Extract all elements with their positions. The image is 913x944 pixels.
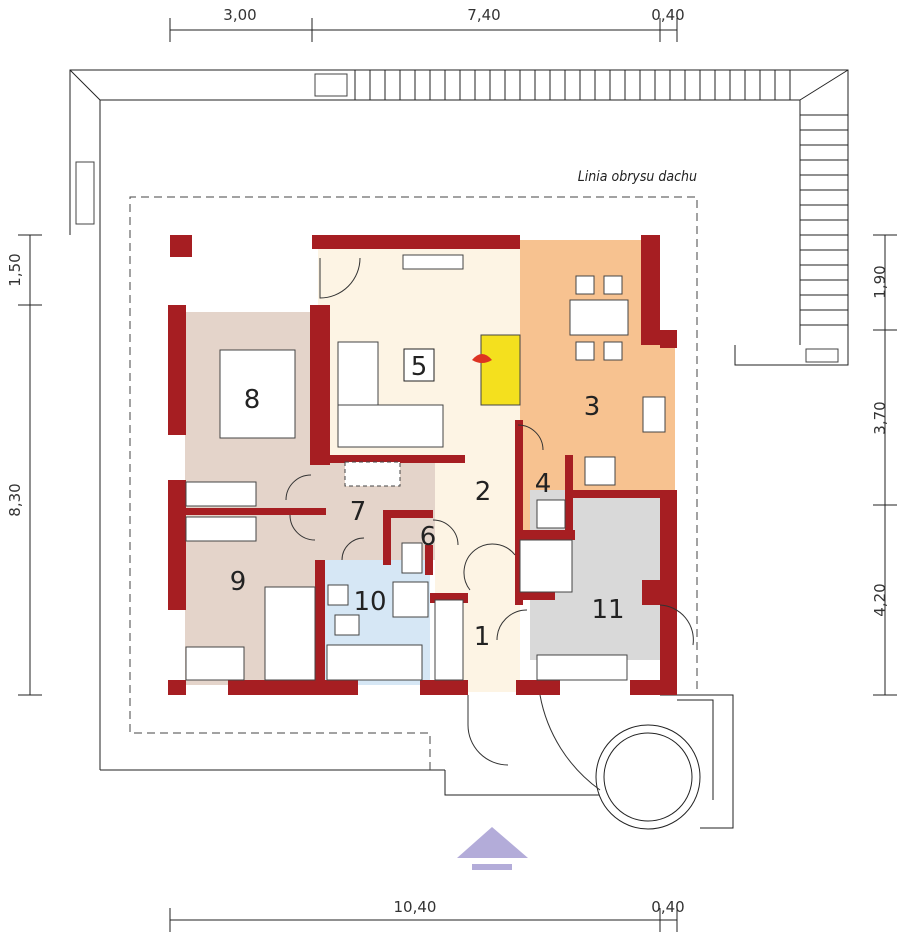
top-dimension: 3,00 7,40 0,40 [169, 6, 685, 42]
dim-left-2: 8,30 [6, 483, 24, 516]
dining-table [569, 299, 629, 336]
door [341, 537, 365, 561]
furniture [185, 254, 701, 830]
room-labels: 1 2 3 4 5 6 7 8 9 10 11 [230, 348, 625, 652]
door [285, 474, 312, 501]
dim-right-2: 3,70 [871, 401, 889, 434]
skylight [75, 161, 95, 225]
room-label-11: 11 [591, 595, 624, 625]
room-label-2: 2 [475, 477, 492, 507]
chimney [170, 235, 192, 257]
dim-bottom-1: 10,40 [394, 898, 437, 916]
room-label-7: 7 [350, 497, 367, 527]
pergola-slats [69, 69, 849, 326]
toilet [334, 614, 360, 636]
shower [392, 581, 429, 618]
terrace-outline [69, 69, 849, 829]
entrance-door [467, 695, 509, 766]
roof-outline-label: Linia obrysu dachu [578, 169, 697, 185]
dim-bottom-2: 0,40 [651, 898, 684, 916]
room-label-10: 10 [353, 587, 386, 617]
dim-right-3: 4,20 [871, 583, 889, 616]
chair [575, 275, 595, 295]
fireplace [480, 334, 521, 406]
door [432, 519, 459, 546]
right-dimension: 1,90 3,70 4,20 [871, 234, 897, 696]
room-5-box [403, 348, 435, 382]
door [319, 257, 361, 299]
dim-top-3: 0,40 [651, 6, 684, 24]
garage-shelf [536, 654, 628, 681]
tv-unit [402, 254, 464, 270]
entrance-arrow-icon [457, 827, 528, 870]
bed [264, 586, 316, 681]
room-label-5: 5 [411, 352, 428, 382]
wardrobe [185, 516, 257, 542]
dim-left-1: 1,50 [6, 253, 24, 286]
roof-outline [129, 196, 698, 770]
sofa [337, 404, 444, 448]
room-label-1: 1 [474, 622, 491, 652]
skylight [805, 348, 839, 363]
door [659, 604, 694, 646]
doors [285, 257, 694, 791]
flame-icon [472, 354, 492, 363]
door [289, 514, 316, 541]
toilet [401, 542, 423, 574]
desk [185, 646, 245, 681]
wardrobe [434, 599, 464, 681]
room-label-3: 3 [584, 392, 601, 422]
chair [603, 341, 623, 361]
attic-hatch [344, 461, 401, 487]
room-label-6: 6 [420, 522, 437, 552]
room-label-8: 8 [244, 385, 261, 415]
wardrobe [185, 481, 257, 507]
chair [575, 341, 595, 361]
washbasin [327, 584, 349, 606]
bottom-dimension: 10,40 0,40 [169, 898, 685, 932]
door [496, 609, 528, 641]
room-label-4: 4 [535, 469, 552, 499]
bed [219, 349, 296, 439]
round-table [595, 724, 701, 830]
door [463, 543, 516, 591]
garage-door-arc [539, 694, 601, 791]
dim-top-1: 3,00 [223, 6, 256, 24]
walls [168, 235, 677, 695]
room-label-9: 9 [230, 567, 247, 597]
wardrobe [519, 539, 573, 593]
fridge [536, 499, 566, 529]
left-dimension: 1,50 8,30 [6, 234, 42, 696]
skylight [314, 73, 348, 97]
sink [642, 396, 666, 433]
dim-top-2: 7,40 [467, 6, 500, 24]
bathtub [326, 644, 423, 681]
dim-right-1: 1,90 [871, 265, 889, 298]
cooktop [584, 456, 616, 486]
door [517, 424, 544, 451]
chair [603, 275, 623, 295]
